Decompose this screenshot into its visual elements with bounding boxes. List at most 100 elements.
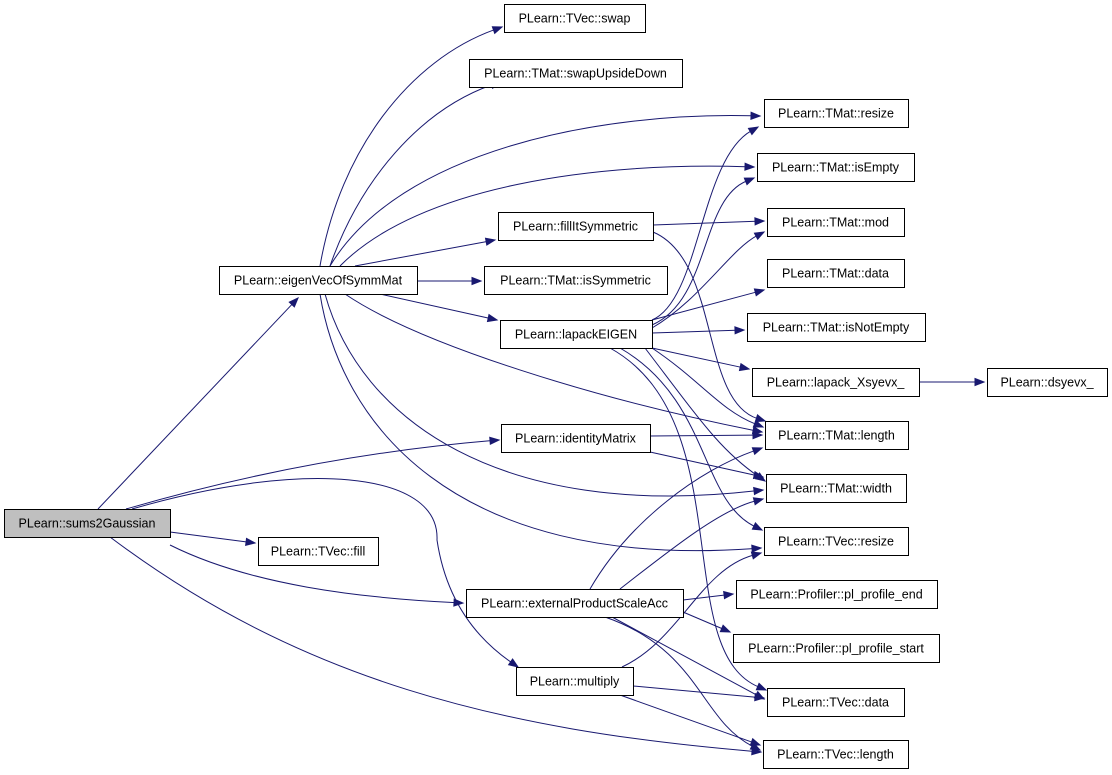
edge-externalProductScaleAcc-to-tmat_length	[589, 447, 764, 590]
edge-arrowhead	[755, 682, 768, 691]
node-box	[764, 527, 909, 556]
edge-arrowhead	[751, 522, 764, 531]
node-tmat_length[interactable]: PLearn::TMat::length	[765, 421, 909, 450]
node-fillItSymmetric[interactable]: PLearn::fillItSymmetric	[498, 212, 654, 241]
node-box	[767, 688, 905, 717]
edge-line	[131, 478, 512, 663]
edge-arrowhead	[753, 486, 765, 496]
edge-arrowhead	[486, 313, 499, 323]
node-tmat_swapUpsideDown[interactable]: PLearn::TMat::swapUpsideDown	[469, 59, 683, 88]
node-tmat_isEmpty[interactable]: PLearn::TMat::isEmpty	[757, 153, 915, 182]
edge-lapackEIGEN-to-tvec_data	[609, 347, 768, 691]
node-tvec_resize[interactable]: PLearn::TVec::resize	[764, 527, 909, 556]
edge-arrowhead	[738, 362, 751, 372]
node-label: PLearn::TMat::swapUpsideDown	[484, 67, 667, 81]
node-tvec_data[interactable]: PLearn::TVec::data	[767, 688, 905, 717]
edge-externalProductScaleAcc-to-tmat_width	[619, 497, 765, 590]
edge-eigenVecOfSymmMat-to-tmat_isSymmetric	[417, 276, 483, 286]
edge-arrowhead	[751, 544, 763, 553]
edge-arrowhead	[752, 419, 765, 428]
edge-externalProductScaleAcc-to-pl_profile_start	[682, 611, 732, 633]
edge-line	[169, 544, 456, 604]
node-dsyevx[interactable]: PLearn::dsyevx_	[987, 368, 1108, 397]
node-lapackEIGEN[interactable]: PLearn::lapackEIGEN	[500, 320, 653, 349]
node-label: PLearn::TMat::resize	[778, 107, 894, 121]
edge-lapackEIGEN-to-tmat_data	[651, 288, 766, 321]
node-multiply[interactable]: PLearn::multiply	[516, 667, 634, 696]
node-identityMatrix[interactable]: PLearn::identityMatrix	[501, 424, 651, 453]
node-box	[736, 580, 938, 609]
node-pl_profile_end[interactable]: PLearn::Profiler::pl_profile_end	[736, 580, 938, 609]
node-tmat_mod[interactable]: PLearn::TMat::mod	[767, 208, 905, 237]
edge-lapackEIGEN-to-tmat_isEmpty	[651, 177, 756, 326]
edge-eigenVecOfSymmMat-to-tmat_swapUpsideDown	[329, 81, 502, 267]
node-label: PLearn::eigenVecOfSymmMat	[234, 274, 403, 288]
node-tmat_data[interactable]: PLearn::TMat::data	[767, 259, 905, 288]
edge-line	[619, 694, 753, 743]
node-box	[484, 266, 668, 295]
edge-line	[651, 329, 737, 334]
edge-line	[651, 235, 758, 329]
node-box	[258, 537, 379, 566]
node-label: PLearn::TMat::mod	[782, 216, 889, 230]
edge-lapackEIGEN-to-tmat_resize	[651, 126, 760, 321]
edge-arrowhead	[751, 447, 764, 456]
edge-line	[632, 685, 757, 698]
edge-line	[682, 594, 726, 601]
edge-line	[609, 347, 759, 688]
node-pl_profile_start[interactable]: PLearn::Profiler::pl_profile_start	[733, 634, 940, 663]
node-label: PLearn::sums2Gaussian	[19, 517, 156, 531]
edge-arrowhead	[484, 237, 497, 246]
edge-arrowhead	[723, 590, 735, 600]
edge-arrowhead	[752, 497, 765, 506]
edge-sums2Gaussian-to-eigenVecOfSymmMat	[97, 296, 299, 510]
edge-line	[329, 84, 493, 267]
edge-eigenVecOfSymmMat-to-tmat_length	[344, 293, 764, 435]
node-eigenVecOfSymmMat[interactable]: PLearn::eigenVecOfSymmMat	[219, 266, 418, 295]
nodes-layer: PLearn::sums2Gaussian PLearn::eigenVecOfS…	[4, 4, 1108, 769]
node-tmat_isNotEmpty[interactable]: PLearn::TMat::isNotEmpty	[747, 313, 926, 342]
edge-line	[649, 434, 755, 437]
edge-arrowhead	[743, 177, 756, 186]
edge-arrowhead	[752, 430, 764, 440]
edge-line	[652, 231, 758, 420]
node-tvec_swap[interactable]: PLearn::TVec::swap	[504, 4, 646, 33]
node-sums2Gaussian[interactable]: PLearn::sums2Gaussian	[4, 509, 171, 538]
edge-fillItSymmetric-to-tmat_mod	[652, 217, 766, 226]
node-tmat_isSymmetric[interactable]: PLearn::TMat::isSymmetric	[484, 266, 668, 295]
edge-sums2Gaussian-to-identityMatrix	[125, 436, 501, 510]
node-label: PLearn::TMat::length	[778, 429, 895, 443]
edge-line	[651, 291, 757, 321]
edge-line	[589, 450, 755, 590]
edge-arrowhead	[754, 692, 766, 702]
node-label: PLearn::TVec::data	[782, 696, 889, 710]
edge-lapackEIGEN-to-tvec_resize	[619, 347, 764, 531]
edge-line	[611, 616, 758, 696]
node-lapack_Xsyevx[interactable]: PLearn::lapack_Xsyevx_	[752, 368, 920, 397]
node-box	[752, 368, 920, 397]
node-box	[4, 509, 171, 538]
node-externalProductScaleAcc[interactable]: PLearn::externalProductScaleAcc	[466, 589, 684, 618]
edge-arrowhead	[750, 551, 763, 560]
edge-line	[354, 240, 488, 267]
edge-sums2Gaussian-to-tvec_length	[109, 536, 763, 756]
edge-line	[651, 347, 756, 425]
edge-arrowhead	[749, 737, 762, 746]
node-label: PLearn::TMat::isEmpty	[772, 161, 900, 175]
node-tvec_fill[interactable]: PLearn::TVec::fill	[258, 537, 379, 566]
edge-line	[379, 293, 490, 319]
node-label: PLearn::multiply	[530, 675, 620, 689]
edge-line	[651, 130, 752, 321]
node-tvec_length[interactable]: PLearn::TVec::length	[763, 740, 909, 769]
node-box	[219, 266, 418, 295]
edge-line	[644, 347, 759, 477]
edge-line	[97, 303, 293, 510]
edge-arrowhead	[753, 231, 766, 241]
node-box	[763, 740, 909, 769]
edge-line	[649, 451, 756, 476]
edge-arrowhead	[750, 111, 762, 120]
edge-line	[109, 536, 754, 752]
node-tmat_resize[interactable]: PLearn::TMat::resize	[764, 99, 909, 128]
node-label: PLearn::TVec::swap	[519, 12, 631, 26]
node-tmat_width[interactable]: PLearn::TMat::width	[766, 474, 907, 503]
